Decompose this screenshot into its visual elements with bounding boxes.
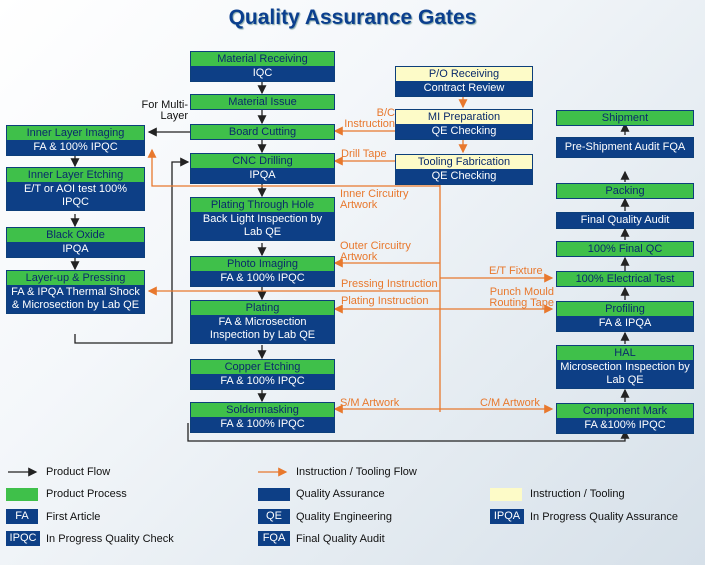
label-sm-artwork: S/M Artwork	[340, 397, 400, 409]
node-hal: HAL Microsection Inspection by Lab QE	[556, 345, 694, 389]
node-plating: Plating FA & Microsection Inspection by …	[190, 300, 335, 344]
legend-swatch-quality	[258, 488, 290, 501]
legend-ipqa-abbr: IPQA	[490, 509, 524, 524]
node-board-cutting: Board Cutting	[190, 124, 335, 140]
node-packing: Packing	[556, 183, 694, 199]
label-inner-circuitry: Inner Circuitry Artwork	[340, 188, 409, 211]
legend-ipqc-abbr: IPQC	[6, 531, 40, 546]
node-po-receiving: P/O Receiving Contract Review	[395, 66, 533, 97]
legend-fa: First Article	[46, 511, 101, 523]
legend-qe-abbr: QE	[258, 509, 290, 524]
legend-instruction-tooling: Instruction / Tooling	[530, 488, 625, 500]
node-copper-etching: Copper Etching FA & 100% IPQC	[190, 359, 335, 390]
label-et-fixture: E/T Fixture	[489, 265, 543, 277]
node-photo-imaging: Photo Imaging FA & 100% IPQC	[190, 256, 335, 287]
legend-ipqc: In Progress Quality Check	[46, 533, 174, 545]
label-outer-circuitry: Outer Circuitry Artwork	[340, 240, 411, 263]
label-cm-artwork: C/M Artwork	[480, 397, 540, 409]
legend-fa-abbr: FA	[6, 509, 38, 524]
legend-fqa-abbr: FQA	[258, 531, 290, 546]
label-punch-mould: Punch Mould Routing Tape	[489, 286, 554, 309]
node-profiling: Profiling FA & IPQA	[556, 301, 694, 332]
label-pressing-instruction: Pressing Instruction	[341, 278, 438, 290]
node-final-qc: 100% Final QC	[556, 241, 694, 257]
node-inner-layer-imaging: Inner Layer Imaging FA & 100% IPQC	[6, 125, 145, 156]
node-final-quality-audit: Final Quality Audit	[556, 212, 694, 229]
legend-qe: Quality Engineering	[296, 511, 393, 523]
legend-product-flow: Product Flow	[46, 466, 111, 478]
node-plating-through-hole: Plating Through Hole Back Light Inspecti…	[190, 197, 335, 241]
node-tooling-fabrication: Tooling Fabrication QE Checking	[395, 154, 533, 185]
legend-fqa: Final Quality Audit	[296, 533, 385, 545]
label-for-multi-layer: For Multi-Layer	[141, 99, 188, 122]
legend-product-process: Product Process	[46, 488, 127, 500]
node-mi-preparation: MI Preparation QE Checking	[395, 109, 533, 140]
node-soldermasking: Soldermasking FA & 100% IPQC	[190, 402, 335, 433]
label-plating-instruction: Plating Instruction	[341, 295, 429, 307]
node-material-issue: Material Issue	[190, 94, 335, 110]
node-component-mark: Component Mark FA &100% IPQC	[556, 403, 694, 434]
legend-quality-assurance: Quality Assurance	[296, 488, 385, 500]
legend-instruction-flow: Instruction / Tooling Flow	[296, 466, 417, 478]
node-cnc-drilling: CNC Drilling IPQA	[190, 153, 335, 184]
node-inner-layer-etching: Inner Layer Etching E/T or AOI test 100%…	[6, 167, 145, 211]
page-title: Quality Assurance Gates	[228, 6, 477, 29]
legend-swatch-instruction	[490, 488, 522, 501]
node-material-receiving: Material Receiving IQC	[190, 51, 335, 82]
legend-swatch-process	[6, 488, 38, 501]
legend-ipqa: In Progress Quality Assurance	[530, 511, 678, 523]
node-electrical-test: 100% Electrical Test	[556, 271, 694, 287]
node-black-oxide: Black Oxide IPQA	[6, 227, 145, 258]
node-shipment: Shipment	[556, 110, 694, 126]
node-pre-shipment-audit: Pre-Shipment Audit FQA	[556, 137, 694, 158]
label-drill-tape: Drill Tape	[341, 148, 387, 160]
node-layer-up-pressing: Layer-up & Pressing FA & IPQA Thermal Sh…	[6, 270, 145, 314]
label-bc-instruction: B/C Instruction	[344, 107, 395, 130]
